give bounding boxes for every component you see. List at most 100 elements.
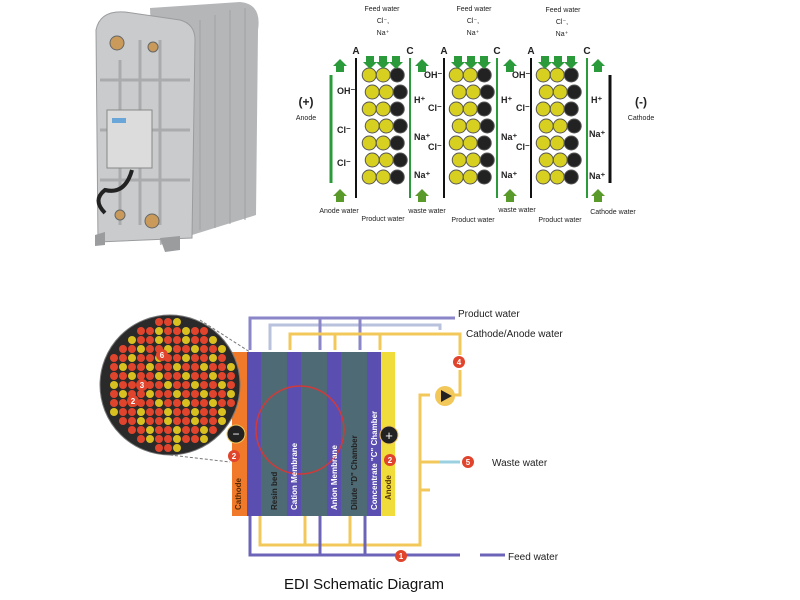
resin-bead [378,84,394,100]
resin-bead [119,345,127,353]
resin-bead [128,417,136,425]
ion-label: H⁺ [591,95,602,105]
resin-bead [200,426,208,434]
resin-bead [173,444,181,452]
membrane-label: A [527,46,534,57]
magnified-resin-circle [99,314,241,456]
resin-bead [119,372,127,380]
resin-bead [209,363,217,371]
cathode-label: Cathode [628,115,655,122]
resin-bead [119,390,127,398]
resin-bead [375,135,391,151]
ion-label: Na⁺ [501,170,518,180]
resin-bead [200,345,208,353]
arrow-down-icon [551,56,565,69]
ion-label: Cl⁻ [516,142,530,152]
ion-exchange-diagram: Feed water Feed water Feed water Cl⁻, Na… [296,6,654,224]
resin-bead [137,354,145,362]
resin-bead [552,152,568,168]
resin-bead [164,435,172,443]
resin-bead [218,408,226,416]
resin-bead [361,135,377,151]
stack-label-cation-membrane: Cation Membrane [290,442,299,510]
resin-bead [182,381,190,389]
resin-bead [155,318,163,326]
resin-bead [182,408,190,416]
ion-label: Cl⁻ [428,142,442,152]
resin-bead [191,390,199,398]
flow-label: Anode water [319,208,359,215]
stack-label-anode: Anode [384,475,393,500]
resin-bead [191,399,199,407]
resin-bead [173,336,181,344]
flow-label: Product water [451,217,495,224]
feed-ion-label: Cl⁻, [556,19,568,26]
resin-bead [119,363,127,371]
cathode-anode-pipe [268,323,442,350]
resin-bead [392,152,408,168]
arrow-down-icon [538,56,552,69]
feed-ion-label: Na⁺ [467,30,480,37]
resin-bead [448,67,464,83]
resin-bead [173,363,181,371]
resin-bead [392,118,408,134]
ion-label: Na⁺ [589,171,606,181]
resin-bead [128,372,136,380]
resin-bead [164,408,172,416]
resin-bead [182,354,190,362]
resin-bead [200,372,208,380]
resin-bead [155,435,163,443]
resin-bead [389,135,405,151]
resin-bead [375,169,391,185]
resin-bead [479,84,495,100]
resin-bead [146,426,154,434]
resin-bead [164,318,172,326]
resin-bead [146,435,154,443]
resin-bead [566,84,582,100]
resin-bead [361,169,377,185]
arrow-down-icon [451,56,465,69]
resin-bead [375,67,391,83]
cathode-sign: (-) [635,95,647,109]
resin-bead [361,67,377,83]
arrow-up-icon [591,59,605,72]
flow-label: waste water [497,207,536,214]
resin-bead [146,336,154,344]
marker-4: 4 [457,358,462,367]
schematic-title: EDI Schematic Diagram [284,576,445,593]
arrow-up-icon [503,189,517,202]
resin-bead [146,363,154,371]
feed-ion-label: Na⁺ [377,30,390,37]
resin-bead [182,417,190,425]
resin-bead [182,345,190,353]
resin-bead [209,417,217,425]
resin-bead [155,390,163,398]
resin-bead [549,101,565,117]
resin-bead [200,327,208,335]
resin-bead [200,399,208,407]
resin-bead [563,67,579,83]
resin-bead [155,327,163,335]
ion-label: H⁺ [414,95,425,105]
resin-bead [218,417,226,425]
resin-bead [128,363,136,371]
stack-label-cathode: Cathode [234,477,243,510]
resin-bead [209,390,217,398]
arrow-up-icon [415,59,429,72]
flow-label: waste water [407,208,446,215]
cathode-anode-water-label: Cathode/Anode water [466,329,563,340]
feed-water-pipe [248,515,460,557]
resin-bead [182,363,190,371]
resin-bead [191,336,199,344]
resin-bead [535,135,551,151]
resin-bead [389,101,405,117]
resin-bead [563,169,579,185]
stack-label-anion-membrane: Anion Membrane [330,445,339,510]
resin-bead [182,372,190,380]
resin-bead [476,101,492,117]
ion-label: Na⁺ [589,129,606,139]
resin-bead [110,372,118,380]
feed-ion-label: Na⁺ [556,31,569,38]
resin-bead [209,408,217,416]
resin-bead [218,381,226,389]
